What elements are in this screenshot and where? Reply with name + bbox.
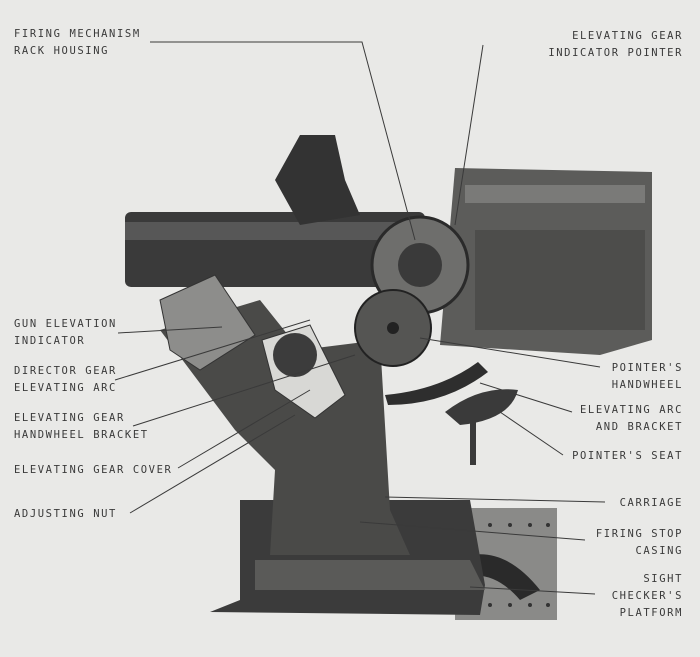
label-line: DIRECTOR GEAR: [14, 365, 117, 377]
pointers-seat: [445, 389, 518, 425]
label-firing-stop: FIRING STOP CASING: [596, 526, 683, 560]
label-pointers-seat: POINTER'S SEAT: [572, 448, 683, 465]
label-line: INDICATOR POINTER: [548, 47, 683, 59]
label-sight-platform: SIGHT CHECKER'S PLATFORM: [612, 571, 683, 622]
label-line: CHECKER'S: [611, 590, 683, 602]
label-line: CARRIAGE: [619, 497, 683, 509]
label-line: HANDWHEEL: [611, 379, 683, 391]
label-line: ELEVATING GEAR: [14, 412, 125, 424]
label-handwheel-bracket: ELEVATING GEAR HANDWHEEL BRACKET: [14, 410, 149, 444]
label-line: RACK HOUSING: [14, 45, 110, 57]
label-line: SIGHT: [643, 573, 683, 585]
label-line: ELEVATING ARC: [14, 382, 117, 394]
label-gear-cover: ELEVATING GEAR COVER: [14, 462, 172, 479]
label-line: POINTER'S SEAT: [572, 450, 683, 462]
elevating-arc: [385, 362, 488, 405]
label-line: PLATFORM: [619, 607, 683, 619]
gun-elevation-indicator: [159, 274, 256, 371]
label-line: ELEVATING GEAR COVER: [14, 464, 173, 476]
label-line: AND BRACKET: [595, 421, 683, 433]
leader-lines: [114, 41, 606, 595]
label-line: INDICATOR: [14, 335, 86, 347]
label-gun-elevation-indicator: GUN ELEVATION INDICATOR: [14, 316, 117, 350]
label-line: ELEVATING GEAR: [572, 30, 683, 42]
carriage: [160, 300, 410, 555]
label-line: ADJUSTING NUT: [14, 508, 117, 520]
label-elevating-gear-indicator: ELEVATING GEAR INDICATOR POINTER: [548, 28, 683, 62]
label-line: HANDWHEEL BRACKET: [14, 429, 149, 441]
label-director-gear: DIRECTOR GEAR ELEVATING ARC: [14, 363, 117, 397]
label-line: GUN ELEVATION: [14, 318, 117, 330]
label-elevating-arc: ELEVATING ARC AND BRACKET: [580, 402, 683, 436]
label-firing-mechanism: FIRING MECHANISM RACK HOUSING: [14, 26, 141, 60]
label-line: FIRING STOP: [595, 528, 683, 540]
label-carriage: CARRIAGE: [620, 495, 683, 512]
label-line: CASING: [635, 545, 683, 557]
label-line: ELEVATING ARC: [580, 404, 683, 416]
label-adjusting-nut: ADJUSTING NUT: [14, 506, 117, 523]
label-line: POINTER'S: [611, 362, 683, 374]
label-line: FIRING MECHANISM: [14, 28, 141, 40]
label-pointers-handwheel: POINTER'S HANDWHEEL: [612, 360, 683, 394]
